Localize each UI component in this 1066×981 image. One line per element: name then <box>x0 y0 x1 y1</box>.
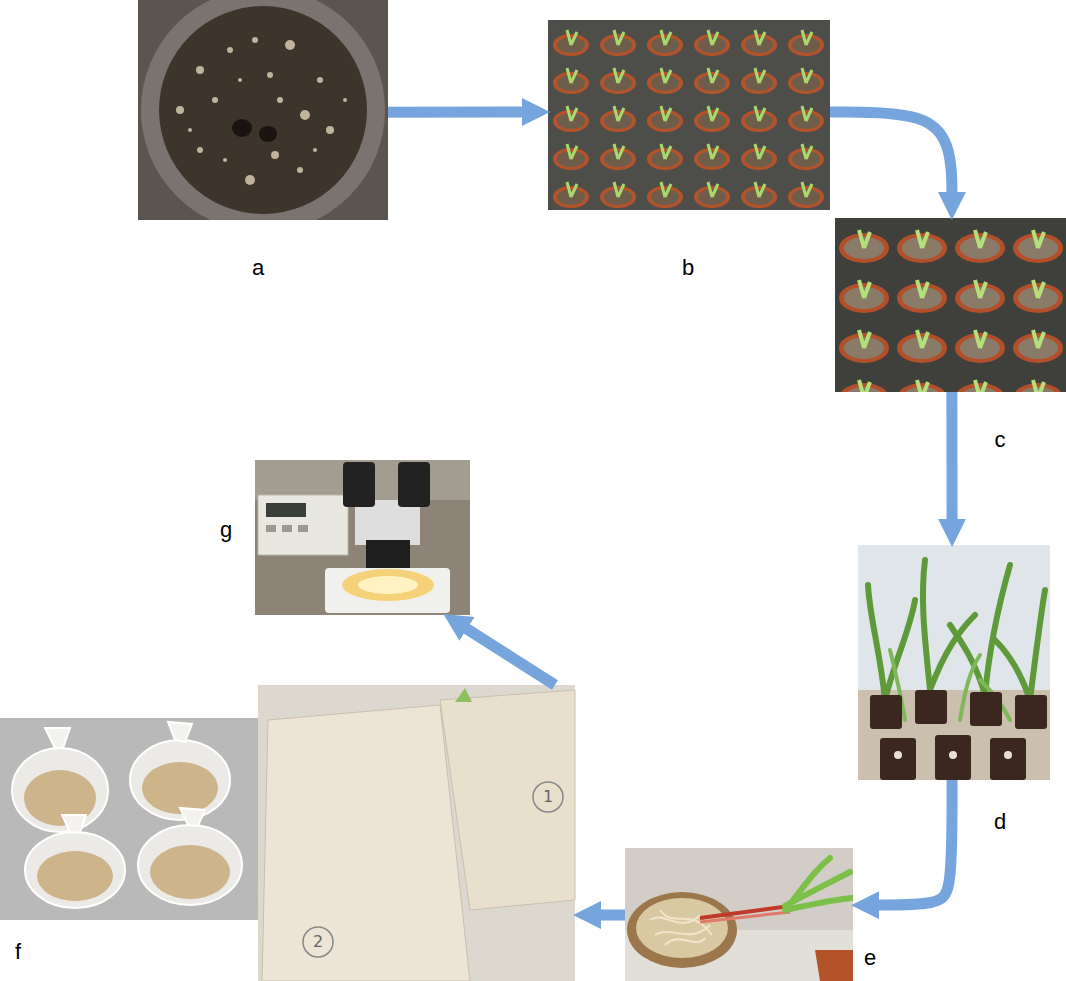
photo-panel: f <box>0 685 575 981</box>
photo-panel: e <box>625 848 853 981</box>
process-arrow <box>595 910 625 921</box>
photo-panel: b <box>548 20 830 210</box>
photo-panel: a <box>138 0 388 220</box>
seed-pot-photo <box>138 0 388 220</box>
photo-panel: c <box>835 218 1066 392</box>
bag-number: 2 <box>313 933 323 951</box>
photo-panel: d <box>858 545 1050 780</box>
panel-letter: a <box>252 256 264 280</box>
process-arrow <box>388 106 528 117</box>
photo-panel: g <box>255 460 470 615</box>
microscope-photo <box>255 460 470 615</box>
panel-letter: d <box>994 810 1006 834</box>
panel-letter: g <box>220 518 232 542</box>
process-arrow <box>873 780 952 905</box>
seedling-tray-photo <box>548 20 830 210</box>
panel-letter: c <box>995 428 1006 452</box>
seedling-tray-photo <box>835 218 1066 392</box>
maize-plants-photo <box>858 545 1050 780</box>
process-arrow <box>830 112 952 198</box>
bag-number: 1 <box>543 788 553 806</box>
process-arrow <box>946 392 957 525</box>
root-washing-photo <box>625 848 853 981</box>
panel-letter: f <box>15 940 21 964</box>
panel-letter: e <box>864 946 876 970</box>
bagged-roots-photo <box>0 685 575 981</box>
panel-letter: b <box>682 256 694 280</box>
process-arrow <box>462 626 555 685</box>
